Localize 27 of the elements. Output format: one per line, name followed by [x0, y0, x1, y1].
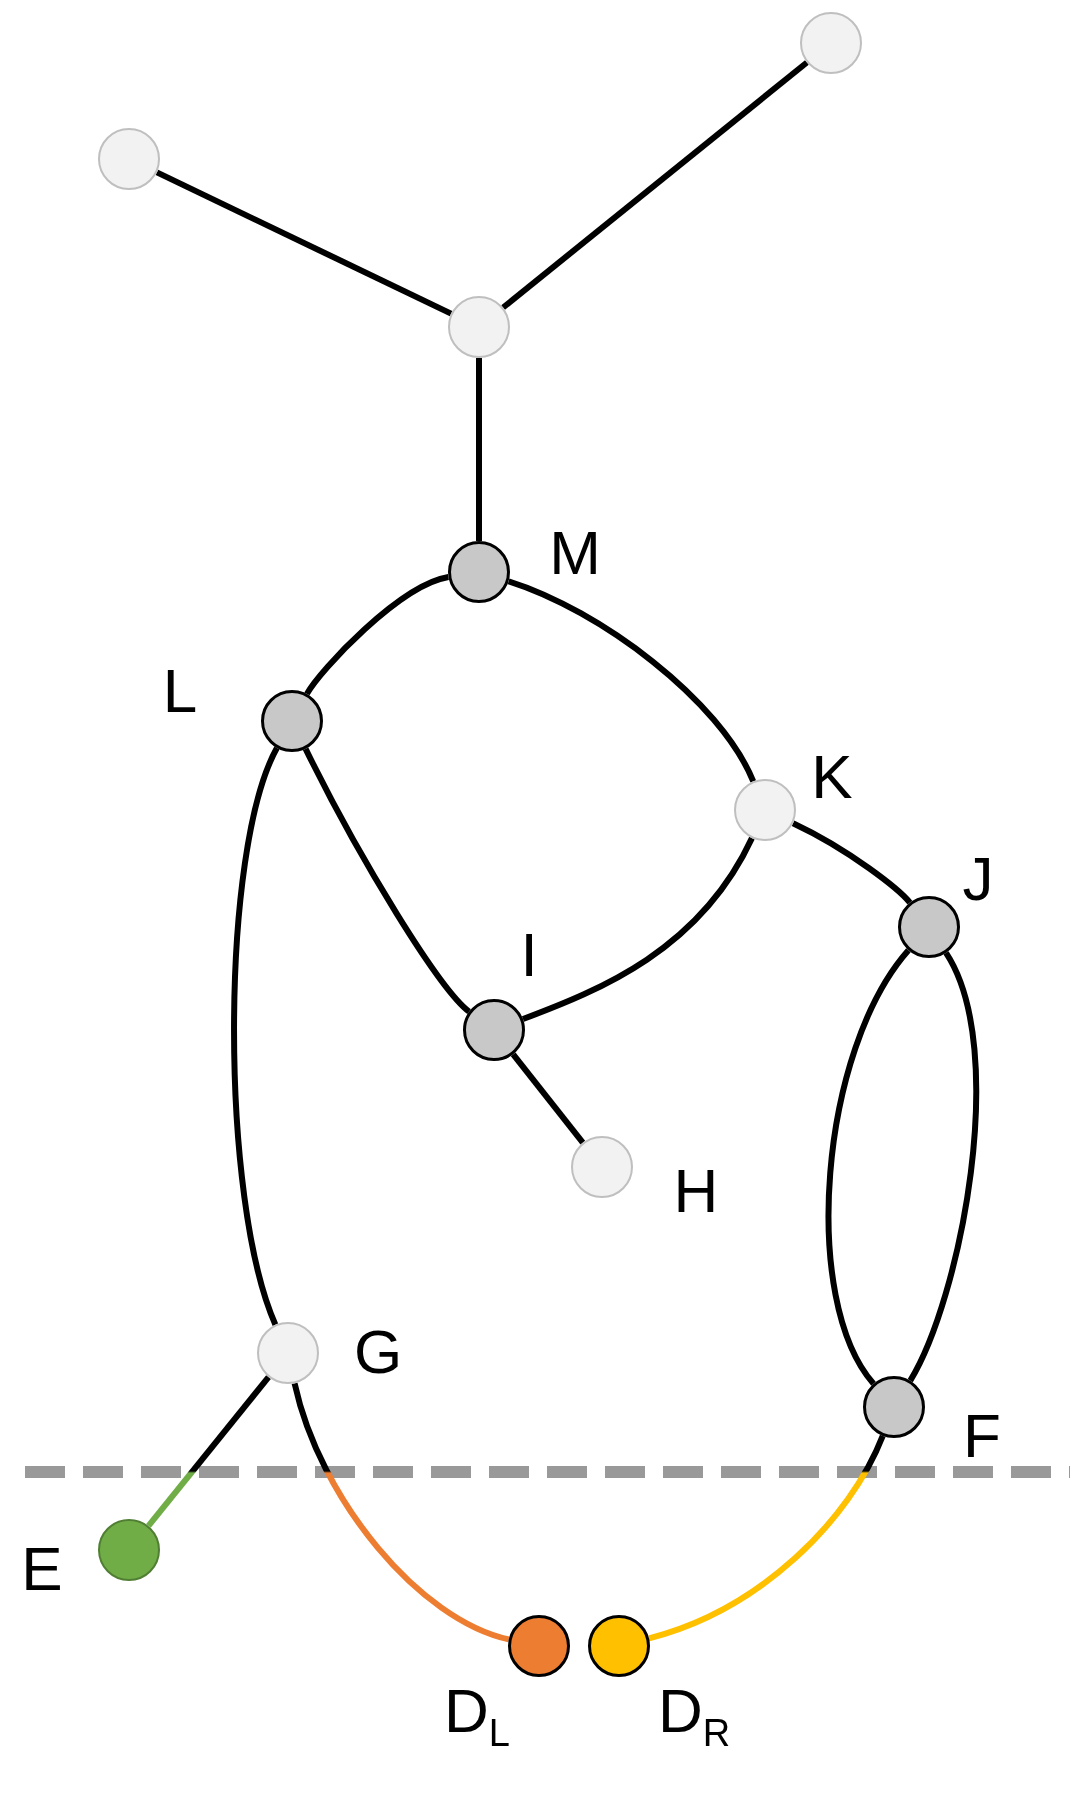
connector-line: [791, 820, 913, 905]
connector-line: [146, 1375, 271, 1528]
connector-line: [907, 951, 980, 1383]
node-label: E: [21, 1538, 63, 1600]
node-label: D$_{R}$: [657, 1680, 731, 1752]
node-label: M: [549, 522, 601, 584]
node-label: L: [162, 660, 198, 722]
connector-line: [155, 169, 453, 317]
connector-line: [648, 1434, 886, 1642]
connector-line: [521, 836, 755, 1022]
node-label: G: [353, 1321, 403, 1383]
connector-line: [507, 578, 756, 783]
connector-line: [476, 358, 482, 541]
node-label: D$_{L}$: [444, 1680, 510, 1752]
connector-line: [304, 574, 450, 696]
node-label: J: [962, 848, 994, 910]
circle-node: [448, 296, 510, 358]
node-label: K: [811, 746, 853, 808]
node-label: F: [963, 1405, 1001, 1467]
connector-line: [501, 60, 809, 310]
connector-line: [510, 1052, 586, 1145]
connector-line: [291, 1382, 510, 1643]
node-label: H: [673, 1160, 719, 1222]
node-label: I: [520, 924, 538, 986]
connector-line: [231, 746, 280, 1326]
connector-line: [825, 948, 911, 1386]
connector-line: [302, 747, 472, 1014]
